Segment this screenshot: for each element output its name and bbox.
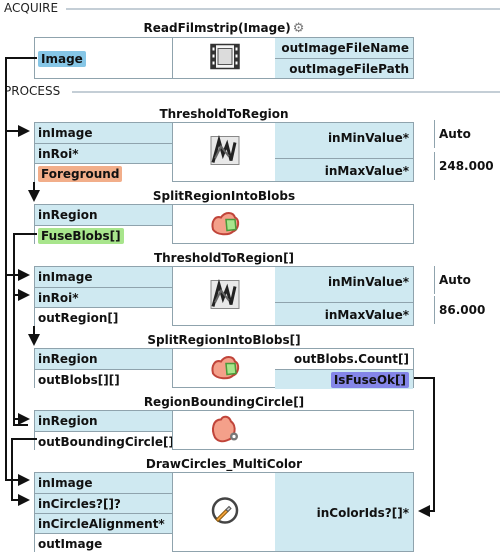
input-port[interactable]: inRoi* (35, 143, 172, 163)
param-value[interactable]: Auto (434, 120, 471, 148)
param-value[interactable]: 248.000 (434, 152, 494, 180)
param-value[interactable]: 86.000 (434, 296, 485, 324)
threshold-icon (209, 134, 241, 170)
param-port[interactable]: inColorIds?[]* (316, 506, 409, 520)
input-port[interactable]: inRegion (38, 352, 98, 366)
node-title-text: ReadFilmstrip(Image) (143, 21, 291, 35)
split-blobs-icon (209, 352, 241, 385)
output-port[interactable]: outImageFilePath (275, 58, 413, 78)
section-process: PROCESS (4, 84, 61, 98)
split-blobs-icon (209, 208, 241, 241)
output-port-isfuseok[interactable]: IsFuseOk[] (330, 372, 409, 388)
node-title-split-1[interactable]: SplitRegionIntoBlobs (152, 189, 296, 203)
node-split-1[interactable]: inRegion FuseBlobs[] (34, 204, 414, 245)
input-port[interactable]: inRegion (38, 208, 98, 222)
node-title-bounding-circle[interactable]: RegionBoundingCircle[] (143, 395, 305, 409)
bounding-circle-icon (209, 414, 241, 447)
input-port[interactable]: inImage (38, 476, 93, 490)
filmstrip-icon (209, 42, 240, 75)
output-port[interactable]: outBlobs.Count[] (293, 352, 409, 366)
section-acquire: ACQUIRE (4, 1, 59, 15)
node-title-read-filmstrip[interactable]: ReadFilmstrip(Image)⚙ (34, 20, 414, 36)
node-read-filmstrip[interactable]: Image outImageFileName outImageFilePath (34, 37, 414, 79)
input-port[interactable]: inCircleAlignment* (35, 513, 172, 533)
output-port[interactable]: outBlobs[][] (35, 369, 172, 389)
gear-icon[interactable]: ⚙ (292, 21, 305, 36)
param-port[interactable]: inMaxValue* (275, 302, 413, 327)
param-port[interactable]: inMinValue* (327, 275, 409, 289)
input-port[interactable]: inImage (38, 270, 93, 284)
wire-image (5, 57, 37, 486)
output-port[interactable]: outRegion[] (35, 307, 172, 327)
section-divider (66, 8, 500, 10)
input-port[interactable]: inCircles?[]? (35, 493, 172, 513)
param-value[interactable]: Auto (434, 266, 471, 294)
param-port[interactable]: inMaxValue* (275, 158, 413, 183)
section-divider (72, 91, 500, 93)
node-title-split-2[interactable]: SplitRegionIntoBlobs[] (147, 333, 301, 347)
wire-isfuseok (414, 377, 435, 517)
output-port-fuseblobs[interactable]: FuseBlobs[] (38, 228, 124, 244)
node-title-draw-circles[interactable]: DrawCircles_MultiColor (145, 457, 303, 471)
input-port[interactable]: inImage (38, 126, 93, 140)
node-title-threshold-1[interactable]: ThresholdToRegion (159, 107, 289, 121)
output-port[interactable]: outBoundingCircle[] (35, 431, 174, 451)
node-title-threshold-2[interactable]: ThresholdToRegion[] (153, 251, 295, 265)
output-port[interactable]: outImage (35, 533, 172, 553)
draw-circles-icon (208, 494, 242, 531)
threshold-icon (209, 278, 241, 314)
output-port[interactable]: outImageFileName (281, 41, 409, 55)
input-port[interactable]: inRegion (38, 414, 98, 428)
node-threshold-2[interactable]: inImage inRoi* outRegion[] inMinValue* i… (34, 266, 414, 327)
node-split-2[interactable]: inRegion outBlobs[][] outBlobs.Count[] I… (34, 348, 414, 389)
node-draw-circles[interactable]: inImage inCircles?[]? inCircleAlignment*… (34, 472, 414, 553)
node-threshold-1[interactable]: inImage inRoi* Foreground inMinValue* in… (34, 122, 414, 183)
input-port[interactable]: inRoi* (35, 287, 172, 307)
output-image-port[interactable]: Image (38, 51, 86, 67)
node-bounding-circle[interactable]: inRegion outBoundingCircle[] (34, 410, 414, 451)
output-port-foreground[interactable]: Foreground (38, 166, 123, 182)
param-port[interactable]: inMinValue* (327, 131, 409, 145)
